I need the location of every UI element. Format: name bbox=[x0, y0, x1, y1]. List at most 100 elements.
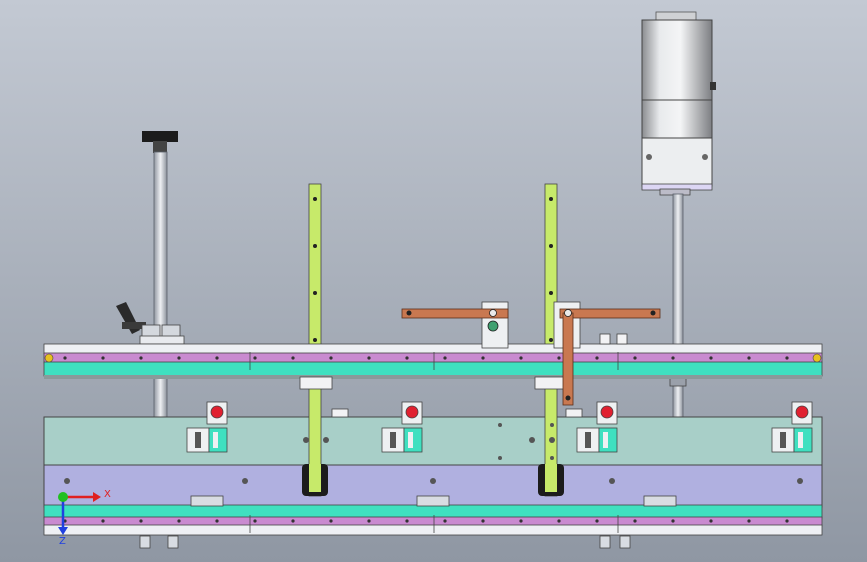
rail-pad bbox=[299, 376, 333, 390]
rail-bolt bbox=[633, 356, 637, 360]
rail-bolt bbox=[367, 519, 371, 523]
guide-bolt bbox=[313, 244, 317, 248]
rail-bolt bbox=[367, 356, 371, 360]
panel-pad bbox=[190, 495, 224, 507]
screw-collar bbox=[669, 377, 687, 387]
motor-mount-plate bbox=[641, 137, 713, 187]
rail-bolt bbox=[329, 356, 333, 360]
frame-foot bbox=[139, 535, 151, 549]
rail-bolt bbox=[557, 519, 561, 523]
right-linkage-arm[interactable] bbox=[553, 301, 661, 406]
bottom-rail-cap bbox=[43, 524, 823, 536]
sensor-slot bbox=[780, 432, 786, 448]
rail-bolt bbox=[671, 519, 675, 523]
guide-bolt bbox=[549, 244, 553, 248]
rail-bolt bbox=[291, 356, 295, 360]
rail-bolt bbox=[633, 519, 637, 523]
sensor-slot bbox=[585, 432, 591, 448]
motor-bolt bbox=[702, 154, 708, 160]
arm-bolt bbox=[565, 395, 571, 401]
arm-bar bbox=[559, 308, 661, 319]
top-rail-cyan bbox=[43, 361, 823, 377]
rail-bolt bbox=[101, 356, 105, 360]
top-conveyor-rail[interactable] bbox=[43, 343, 823, 379]
arm-bolt bbox=[650, 310, 656, 316]
sensor-4[interactable] bbox=[771, 401, 813, 453]
rail-bolt bbox=[709, 519, 713, 523]
rail-bolt bbox=[519, 356, 523, 360]
rail-bolt bbox=[747, 519, 751, 523]
sensor-slot bbox=[603, 432, 608, 448]
rail-bolt bbox=[671, 356, 675, 360]
guide-bolt bbox=[549, 338, 553, 342]
panel-hole bbox=[430, 478, 436, 484]
coordinate-triad: X Z bbox=[58, 489, 111, 547]
rail-bolt bbox=[405, 519, 409, 523]
rail-bolt bbox=[215, 519, 219, 523]
panel-hole bbox=[303, 437, 309, 443]
rail-bolt bbox=[63, 356, 67, 360]
x-axis-arrow bbox=[93, 492, 101, 502]
rail-bolt bbox=[253, 356, 257, 360]
handle-knob bbox=[142, 131, 178, 142]
panel-hole bbox=[498, 456, 502, 460]
rail-bolt bbox=[481, 519, 485, 523]
rail-bolt bbox=[443, 519, 447, 523]
rail-pad bbox=[616, 333, 628, 345]
rail-bolt bbox=[595, 356, 599, 360]
sensor-3[interactable] bbox=[576, 401, 618, 453]
x-axis-label: X bbox=[104, 489, 111, 500]
sensor-indicator bbox=[795, 405, 809, 419]
rail-bolt bbox=[785, 519, 789, 523]
sensor-slot bbox=[390, 432, 396, 448]
arm-bolt bbox=[406, 310, 412, 316]
panel-hole bbox=[549, 437, 555, 443]
panel-hole bbox=[529, 437, 535, 443]
guide-slot-insert bbox=[309, 464, 321, 492]
motor-bolt bbox=[646, 154, 652, 160]
sensor-indicator bbox=[600, 405, 614, 419]
rail-bolt bbox=[253, 519, 257, 523]
toggle-clamp[interactable] bbox=[116, 302, 185, 345]
panel-pad bbox=[416, 495, 450, 507]
motor-connector bbox=[710, 82, 716, 90]
motor-body bbox=[641, 19, 713, 103]
rail-end-cap bbox=[44, 353, 54, 363]
clamp-arm bbox=[122, 322, 146, 329]
rail-bolt bbox=[139, 519, 143, 523]
frame-foot bbox=[167, 535, 179, 549]
clamp-block bbox=[161, 324, 181, 338]
sensor-indicator bbox=[210, 405, 224, 419]
sensor-slot bbox=[195, 432, 201, 448]
rail-bolt bbox=[747, 356, 751, 360]
rail-end-cap bbox=[812, 353, 822, 363]
rail-bolt bbox=[215, 356, 219, 360]
panel-pad bbox=[643, 495, 677, 507]
y-axis-dot bbox=[58, 492, 68, 502]
arm-pivot bbox=[487, 320, 499, 332]
rail-bolt bbox=[785, 356, 789, 360]
sensor-slot bbox=[213, 432, 218, 448]
sensor-1[interactable] bbox=[186, 401, 228, 453]
clamp-block bbox=[141, 324, 161, 338]
z-axis-arrow bbox=[58, 527, 68, 535]
guide-bolt bbox=[313, 338, 317, 342]
sensor-indicator bbox=[405, 405, 419, 419]
left-guide-rail[interactable] bbox=[302, 183, 328, 497]
motor-flange bbox=[641, 99, 713, 141]
rail-bolt bbox=[329, 519, 333, 523]
arm-bolt bbox=[564, 309, 572, 317]
left-linkage-arm[interactable] bbox=[401, 301, 509, 349]
handle-neck bbox=[153, 141, 167, 153]
rail-bolt bbox=[709, 356, 713, 360]
bottom-conveyor-rail[interactable] bbox=[43, 504, 823, 536]
top-rail-cap bbox=[43, 343, 823, 355]
teal-panel bbox=[43, 416, 823, 466]
rail-bolt bbox=[595, 519, 599, 523]
sensor-2[interactable] bbox=[381, 401, 423, 453]
sensor-slot bbox=[408, 432, 413, 448]
guide-bolt bbox=[549, 291, 553, 295]
servo-motor[interactable] bbox=[641, 11, 716, 196]
